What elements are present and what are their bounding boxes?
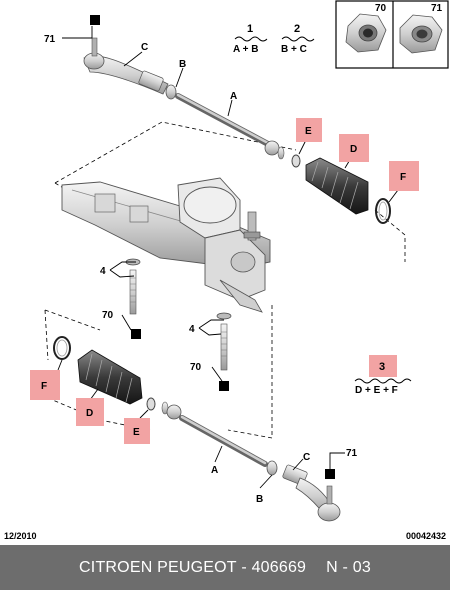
footer-page: N - 03 [326, 558, 371, 576]
highlight-box-f-upper [389, 161, 419, 191]
callout-b-lower: B [256, 494, 263, 505]
diagram-ref: 00042432 [405, 531, 446, 541]
nut-71-icon [399, 14, 443, 54]
exploded-parts-diagram: 70 71 1 A + B 2 B + C 3 D + E + F [30, 0, 449, 522]
legend-group-1: 1 A + B [233, 23, 268, 55]
lock-nut-lower [266, 460, 278, 476]
callout-f-lower: F [41, 381, 47, 392]
highlight-box-d-upper [339, 134, 369, 162]
mount-bolt-left [125, 258, 141, 315]
callout-d-upper: D [350, 144, 357, 155]
highlight-box-e-upper [296, 118, 322, 142]
bellows-boot-upper [305, 157, 369, 215]
callout-4-left: 4 [100, 266, 106, 277]
lock-nut-upper [165, 84, 177, 100]
callout-e-upper: E [305, 126, 312, 137]
footer-brand: CITROEN PEUGEOT [79, 558, 237, 576]
callout-70-right: 70 [190, 362, 202, 373]
mount-bolt-right [216, 312, 232, 371]
clamp-upper [375, 198, 391, 224]
callout-f-upper: F [400, 172, 406, 183]
inner-tie-rod-lower [161, 401, 268, 467]
legend-3-formula: D + E + F [355, 385, 398, 396]
callout-70-left: 70 [102, 310, 114, 321]
washer-lower [146, 397, 156, 411]
diagram-date: 12/2010 [4, 531, 37, 541]
callout-a-upper: A [230, 91, 237, 102]
legend-2-number: 2 [294, 23, 300, 35]
footer-bar: CITROEN PEUGEOT - 406669 N - 03 [0, 545, 450, 590]
highlight-box-e-lower [124, 418, 150, 444]
legend-1-number: 1 [247, 23, 253, 35]
callout-d-lower: D [86, 408, 93, 419]
callout-c-lower: C [303, 452, 310, 463]
clamp-lower [53, 336, 71, 360]
tie-rod-end-upper [83, 37, 169, 95]
callout-4-right: 4 [189, 324, 195, 335]
legend-3-number: 3 [379, 361, 385, 373]
highlight-box-f-lower [30, 370, 60, 400]
footer-part-number: 406669 [251, 558, 307, 576]
marker-square-70-left [131, 329, 141, 339]
legend-2-formula: B + C [281, 44, 307, 55]
highlight-box-d-lower [76, 398, 104, 426]
legend-group-3: 3 D + E + F [354, 355, 412, 396]
callout-a-lower: A [211, 465, 218, 476]
marker-square-71-lower [325, 469, 335, 479]
legend-1-formula: A + B [233, 44, 258, 55]
leader-lines [57, 26, 399, 489]
steering-rack-housing [61, 177, 271, 313]
callout-e-lower: E [133, 427, 140, 438]
bellows-boot-lower [77, 349, 143, 405]
legend-group-2: 2 B + C [281, 23, 315, 55]
callout-c-upper: C [141, 42, 148, 53]
nut-label-71: 71 [431, 3, 443, 14]
callout-71-lower: 71 [346, 448, 358, 459]
footer-separator: - [236, 558, 252, 576]
callout-71-upper: 71 [44, 34, 56, 45]
callout-b-upper: B [179, 59, 186, 70]
inner-tie-rod-upper [175, 93, 285, 160]
nut-70-icon [345, 13, 387, 53]
tie-rod-end-lower [282, 464, 341, 522]
washer-upper [291, 154, 301, 168]
nut-label-70: 70 [375, 3, 387, 14]
marker-square-70-right [219, 381, 229, 391]
marker-square-71-upper [90, 15, 100, 25]
nut-reference-box: 70 71 [335, 0, 449, 69]
